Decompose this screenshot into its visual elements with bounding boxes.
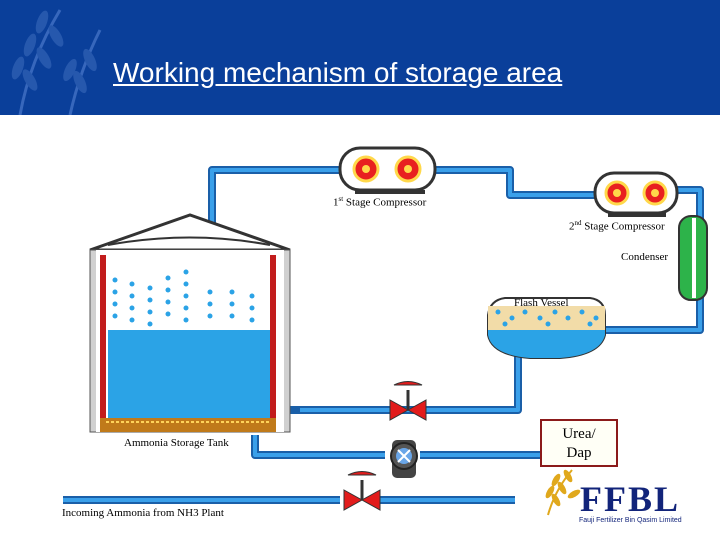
label-incoming-ammonia: Incoming Ammonia from NH3 Plant xyxy=(62,507,224,519)
header-banner: Working mechanism of storage area xyxy=(0,0,720,115)
first-stage-compressor xyxy=(338,146,437,194)
dap-label: Dap xyxy=(566,445,592,461)
company-logo: FFBL xyxy=(580,479,681,519)
page-title: Working mechanism of storage area xyxy=(113,57,563,88)
flash-vessel xyxy=(487,297,606,359)
urea-dap-box: Urea/ Dap xyxy=(540,419,618,467)
ammonia-storage-tank xyxy=(89,213,291,433)
logo-wheat-icon xyxy=(545,469,581,516)
label-storage-tank: Ammonia Storage Tank xyxy=(124,437,229,449)
label-condenser: Condenser xyxy=(621,251,669,263)
pump xyxy=(390,440,418,478)
label-first-stage-compressor: 1st Stage Compressor xyxy=(333,195,427,209)
vapour-drops xyxy=(112,269,255,327)
wheat-icon xyxy=(11,9,102,115)
valve-lower xyxy=(343,471,381,511)
urea-label: Urea/ xyxy=(562,426,596,442)
label-flash-vessel: Flash Vessel xyxy=(514,297,569,309)
second-stage-compressor xyxy=(593,171,679,217)
condenser xyxy=(678,215,708,301)
valve-upper xyxy=(389,381,427,421)
company-name: Fauji Fertilizer Bin Qasim Limited xyxy=(579,517,682,524)
label-second-stage-compressor: 2nd Stage Compressor xyxy=(569,219,665,233)
